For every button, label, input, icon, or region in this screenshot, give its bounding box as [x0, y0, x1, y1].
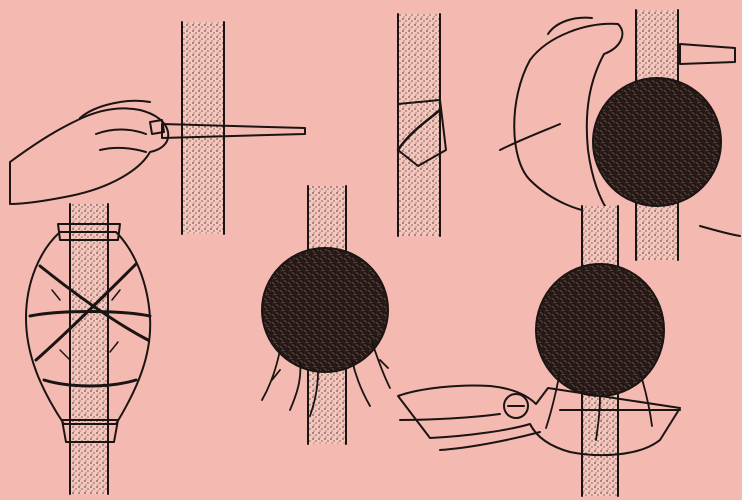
- stem: [398, 14, 440, 236]
- stem: [182, 22, 224, 234]
- panel-bark-flap: [398, 14, 446, 236]
- moss-ball: [593, 78, 721, 206]
- stem: [70, 204, 108, 494]
